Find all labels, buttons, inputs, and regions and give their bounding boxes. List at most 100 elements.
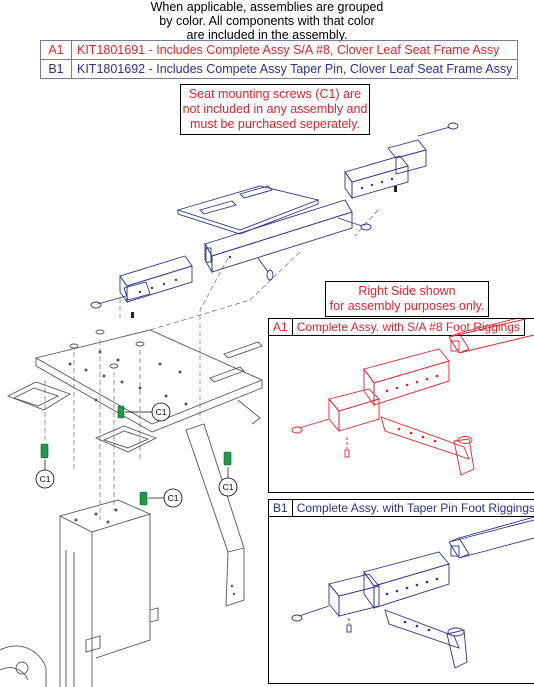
callout-label: C1 [40, 474, 51, 484]
intro-note: When applicable, assemblies are grouped … [0, 0, 534, 42]
hole [433, 439, 437, 443]
column-body [59, 514, 151, 687]
warning-line-1: Seat mounting screws (C1) are [188, 87, 362, 101]
seat-frame [0, 329, 264, 687]
c1-screw [223, 451, 232, 466]
center-tube-opening [205, 247, 212, 263]
hole [395, 589, 399, 593]
panel-b1-title: Complete Assy. with Taper Pin Foot Riggi… [296, 501, 534, 515]
column-latch [85, 635, 101, 653]
b1-pin-shaft [298, 605, 330, 617]
hole [415, 380, 419, 384]
side-note-line-1: Right Side shown [358, 284, 456, 298]
c1-mounting-screws [40, 405, 232, 506]
frame-left-slot [12, 387, 60, 407]
left-pin-ring [90, 301, 102, 309]
a1-pin-shaft [298, 418, 330, 429]
bolt-head [135, 341, 145, 347]
side-note-line-2: for assembly purposes only. [329, 299, 485, 313]
seat-frame-top [34, 329, 264, 425]
base-knob [15, 661, 29, 675]
center-tube-top [204, 199, 353, 257]
hole [360, 186, 364, 190]
screw [131, 312, 134, 318]
side-note: Right Side shown for assembly purposes o… [325, 281, 489, 317]
hole [390, 177, 394, 181]
hole [114, 508, 118, 512]
b1-taper-pin [446, 629, 468, 669]
b1-bracket-top [363, 551, 450, 587]
hole [415, 583, 419, 587]
right-bracket-end [344, 170, 353, 200]
left-block-face [123, 281, 151, 301]
a1-tube-opening [450, 340, 460, 352]
right-block-face [395, 149, 427, 175]
hole [158, 362, 162, 366]
hole [415, 624, 419, 628]
c1-callouts: C1 C1 C1 C1 [35, 402, 238, 508]
column-rail [65, 550, 75, 687]
a1-seat-tube [448, 319, 534, 354]
frame-holes [68, 350, 236, 596]
column-top [58, 499, 152, 533]
c1-screw [40, 443, 49, 459]
lower-pin-ring [266, 269, 274, 281]
hole [84, 368, 88, 372]
hole [150, 286, 154, 290]
kit-description: KIT1801692 - Includes Compete Assy Taper… [70, 59, 519, 79]
hole [138, 290, 142, 294]
frame-front-lobe [94, 425, 158, 453]
frame-tab [237, 399, 261, 425]
hole [120, 380, 124, 384]
callout-circle [218, 477, 238, 497]
hole [102, 374, 106, 378]
b1-bracket-face [373, 563, 450, 609]
b1-pin-top [447, 627, 465, 637]
hole [178, 370, 182, 374]
center-pin-ring [360, 223, 372, 231]
b1-rigging-arm [384, 609, 460, 649]
callout-label: C1 [168, 493, 179, 503]
hole [116, 358, 120, 362]
hole [409, 431, 413, 435]
hole [403, 620, 407, 624]
plate-slot [199, 200, 237, 215]
a1-hanger-top [457, 436, 473, 444]
clover-leaf-plate [176, 185, 320, 231]
callout-circle [151, 402, 171, 422]
callout-circle [35, 469, 55, 489]
base-mechanism [0, 645, 47, 687]
panel-a1-illustration [291, 319, 534, 476]
b1-pin-ring [291, 614, 303, 622]
c1-leaders [44, 411, 229, 499]
center-tube-end [204, 242, 213, 274]
right-pin-ring [447, 122, 459, 130]
hole [425, 377, 429, 381]
hole [74, 518, 78, 522]
column-tab [149, 607, 159, 623]
hole [162, 282, 166, 286]
b1-seat-tube [448, 519, 534, 559]
bolt-head [109, 363, 119, 369]
b1-holes [385, 577, 439, 632]
a1-seat-tube-edge [458, 319, 517, 334]
hole [68, 362, 72, 366]
frame-front-slot [102, 430, 150, 449]
align-line [199, 257, 229, 420]
hole [94, 398, 98, 402]
a1-pin-ring [291, 426, 303, 434]
panel-b1-illustration [291, 516, 534, 669]
bolt-head [95, 329, 105, 335]
b1-screw [346, 624, 352, 633]
right-bracket-face [351, 165, 409, 199]
warning-line-2: not included in any assembly and [182, 102, 368, 116]
hole [425, 580, 429, 584]
kit-code: A1 [40, 40, 72, 60]
a1-bracket-top [363, 348, 450, 384]
callout-label: C1 [156, 407, 167, 417]
intro-line-1: When applicable, assemblies are grouped [150, 0, 384, 14]
hole [184, 402, 188, 406]
hole [228, 255, 232, 259]
